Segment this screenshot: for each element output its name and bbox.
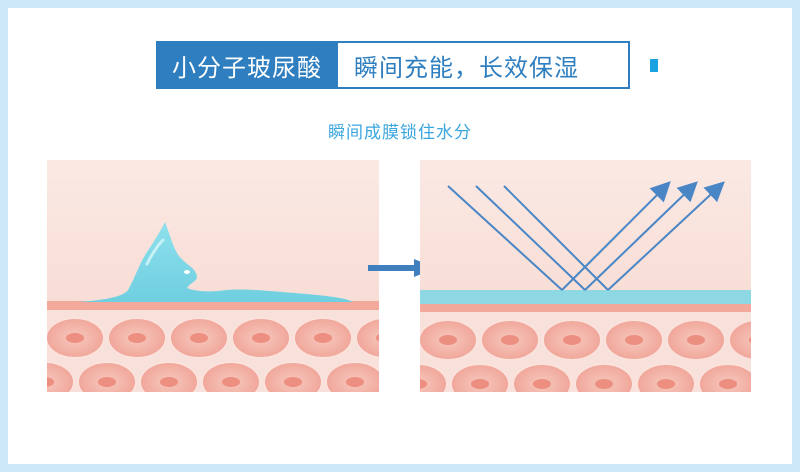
cell-nucleus [98, 377, 116, 387]
cell-nucleus [66, 333, 84, 343]
skin-cell [512, 363, 572, 392]
cell-nucleus [376, 334, 379, 342]
cell-nucleus [687, 335, 705, 345]
cell-nucleus [533, 379, 551, 389]
cell-nucleus [563, 335, 581, 345]
skin-cell [636, 363, 696, 392]
cell-nucleus [749, 336, 751, 344]
film-reflection-illustration [420, 160, 751, 392]
cell-nucleus [128, 333, 146, 343]
cell-nucleus [595, 379, 613, 389]
cell-nucleus [160, 377, 178, 387]
cell-nucleus [501, 335, 519, 345]
cell-nucleus [719, 379, 737, 389]
cell-nucleus [222, 377, 240, 387]
skin-cell [450, 363, 510, 392]
cell-nucleus [252, 333, 270, 343]
title-banner: 小分子玻尿酸 瞬间充能，长效保湿 [156, 41, 630, 89]
cell-nucleus [439, 335, 457, 345]
cell-nucleus [190, 333, 208, 343]
skin-cell [47, 361, 75, 392]
skin-cell [325, 361, 379, 392]
cell-nucleus [284, 377, 302, 387]
moisture-film [420, 290, 751, 304]
reflected-arrow-icon [447, 181, 725, 291]
cell-nucleus [657, 379, 675, 389]
skin-cell [574, 363, 634, 392]
cell-nucleus [625, 335, 643, 345]
tagline: 瞬间充能，长效保湿 [338, 41, 630, 89]
product-badge: 小分子玻尿酸 [156, 41, 338, 89]
cell-nucleus [314, 333, 332, 343]
illustration-caption: 瞬间成膜锁住水分 [328, 123, 472, 143]
cell-nucleus [47, 377, 54, 387]
cell-nucleus [471, 379, 489, 389]
cell-nucleus [420, 379, 427, 389]
gel-on-skin-illustration [47, 160, 379, 392]
cell-nucleus [346, 377, 364, 387]
skin-cell [728, 319, 751, 361]
skin-cell [698, 363, 751, 392]
skin-cells [420, 319, 751, 392]
skin-cells [47, 317, 379, 392]
banner-tab-accent [650, 59, 658, 72]
skin-cell [355, 317, 379, 359]
